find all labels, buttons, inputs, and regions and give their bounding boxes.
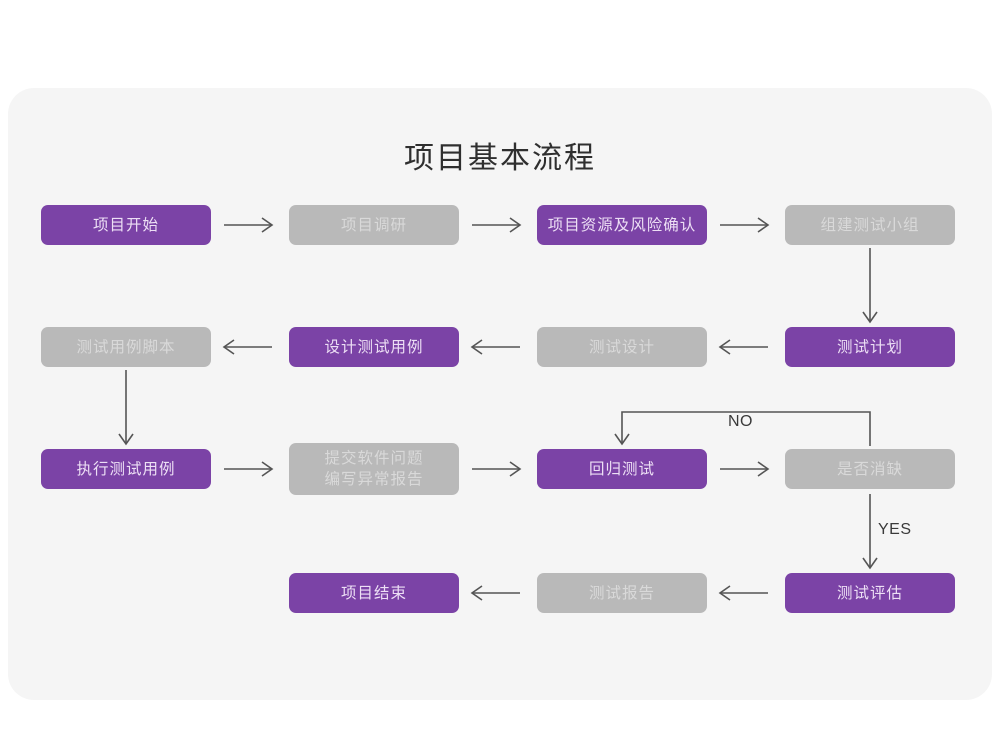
node-test-evaluation[interactable]: 测试评估 — [785, 573, 955, 613]
node-project-survey[interactable]: 项目调研 — [289, 205, 459, 245]
page-title: 项目基本流程 — [404, 142, 596, 175]
node-project-end[interactable]: 项目结束 — [289, 573, 459, 613]
node-test-design[interactable]: 测试设计 — [537, 327, 707, 367]
node-design-test-case[interactable]: 设计测试用例 — [289, 327, 459, 367]
node-defect-cleared-decision[interactable]: 是否消缺 — [785, 449, 955, 489]
node-submit-bug-report[interactable]: 提交软件问题 编写异常报告 — [289, 443, 459, 495]
node-regression-test[interactable]: 回归测试 — [537, 449, 707, 489]
node-test-report[interactable]: 测试报告 — [537, 573, 707, 613]
edge-label-yes: YES — [878, 521, 912, 538]
edge-label-no: NO — [728, 413, 753, 430]
node-test-case-script[interactable]: 测试用例脚本 — [41, 327, 211, 367]
node-resource-risk-confirm[interactable]: 项目资源及风险确认 — [537, 205, 707, 245]
node-build-test-team[interactable]: 组建测试小组 — [785, 205, 955, 245]
node-test-plan[interactable]: 测试计划 — [785, 327, 955, 367]
node-project-start[interactable]: 项目开始 — [41, 205, 211, 245]
node-execute-test-case[interactable]: 执行测试用例 — [41, 449, 211, 489]
